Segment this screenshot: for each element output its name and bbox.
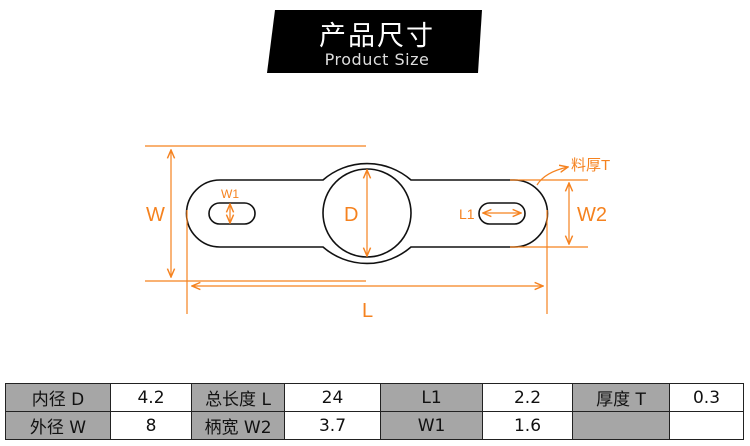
table-label-cell: 柄宽 W2 xyxy=(191,411,285,440)
title-banner xyxy=(267,10,482,73)
table-label-cell: 厚度 T xyxy=(572,383,670,412)
table-value-cell xyxy=(669,411,744,440)
table-value-cell: 0.3 xyxy=(669,383,744,412)
table-value-cell: 8 xyxy=(110,411,192,440)
table-value-cell: 2.2 xyxy=(482,383,573,412)
table-label-cell: W1 xyxy=(380,411,483,440)
table-label-cell: 内径 D xyxy=(5,383,111,412)
table-value-cell: 4.2 xyxy=(110,383,192,412)
table-value-cell: 24 xyxy=(284,383,381,412)
banner-background xyxy=(267,10,482,73)
table-label-cell xyxy=(572,411,670,440)
table-label-cell: 外径 W xyxy=(5,411,111,440)
label-w1: W1 xyxy=(221,187,239,201)
section-title: 产品尺寸 xyxy=(319,21,435,52)
label-w2: W2 xyxy=(577,204,607,226)
label-d: D xyxy=(344,204,358,226)
table-label-cell: 总长度 L xyxy=(191,383,285,412)
dimension-lines xyxy=(145,145,588,314)
label-l: L xyxy=(362,300,373,322)
label-thickness: 料厚T xyxy=(571,157,610,174)
table-value-cell: 3.7 xyxy=(284,411,381,440)
table-label-cell: L1 xyxy=(380,383,483,412)
label-w: W xyxy=(146,204,165,226)
table-value-cell: 1.6 xyxy=(482,411,573,440)
section-subtitle: Product Size xyxy=(324,50,430,69)
product-dimension-drawing: W W1 D L1 W2 L 料厚T xyxy=(145,145,610,322)
label-l1: L1 xyxy=(459,206,475,222)
